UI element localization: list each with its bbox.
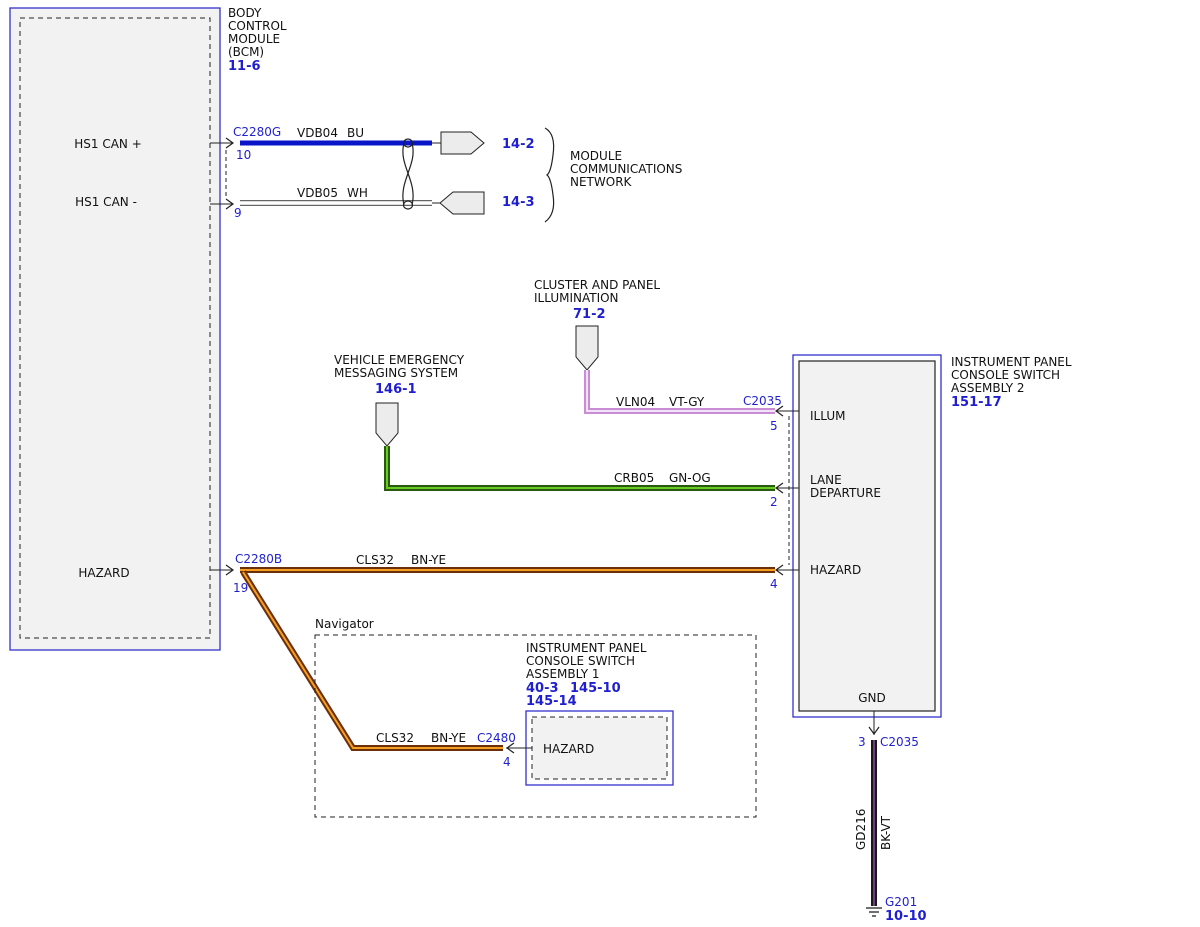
- ground-circuit: 3 C2035 GD216 BK-VT G201 10-10: [854, 711, 927, 924]
- wire-crb05-color: GN-OG: [669, 471, 711, 485]
- offpage-connector-146-1: [375, 402, 399, 447]
- ipcs1-name-line-2: CONSOLE SWITCH: [526, 654, 635, 668]
- navigator-option-group: Navigator INSTRUMENT PANEL CONSOLE SWITC…: [314, 617, 757, 818]
- wire-cls32-color: BN-YE: [411, 553, 446, 567]
- hazard-connector-label: C2280B: [235, 552, 282, 566]
- wire-crb05: [384, 446, 775, 491]
- bcm-name-line-4: (BCM): [228, 45, 264, 59]
- vems-name-line-2: MESSAGING SYSTEM: [334, 366, 458, 380]
- bcm-pin-hazard: HAZARD: [78, 566, 129, 580]
- wire-vdb04-circuit: VDB04: [297, 126, 338, 140]
- cluster-name-line-2: ILLUMINATION: [534, 291, 619, 305]
- ipcs2-name-line-2: CONSOLE SWITCH: [951, 368, 1060, 382]
- ipcs2-pin-5: 5: [770, 419, 778, 433]
- ipcs2-pin-lane-2: DEPARTURE: [810, 486, 881, 500]
- cluster-ref-link[interactable]: 71-2: [573, 307, 606, 322]
- bcm-module: BODY CONTROL MODULE (BCM) 11-6 HS1 CAN +…: [9, 6, 287, 651]
- wire-vdb05-circuit: VDB05: [297, 186, 338, 200]
- ipcs2-pin-4: 4: [770, 577, 778, 591]
- cluster-illumination: CLUSTER AND PANEL ILLUMINATION 71-2 VLN0…: [534, 278, 775, 414]
- hazard-circuit: C2280B 19 CLS32 BN-YE: [210, 552, 775, 751]
- navigator-label: Navigator: [315, 617, 374, 631]
- can-connector-label: C2280G: [233, 125, 281, 139]
- offpage-connector-14-3: [439, 191, 485, 215]
- network-label-line-3: NETWORK: [570, 175, 633, 189]
- wire-vln04-circuit: VLN04: [616, 395, 655, 409]
- navigator-wire-color: BN-YE: [431, 731, 466, 745]
- ground-id: G201: [885, 895, 917, 909]
- ground-pin: 3: [858, 735, 866, 749]
- ipcs1-name-line-3: ASSEMBLY 1: [526, 667, 599, 681]
- network-brace-icon: [544, 127, 555, 223]
- ipcs1-pin-hazard: HAZARD: [543, 742, 594, 756]
- ipcs2-pin-hazard: HAZARD: [810, 563, 861, 577]
- ipcs2-pin-illum: ILLUM: [810, 409, 845, 423]
- ipcs-assembly-2: C2035 5 2 4 ILLUM LANE DEPARTURE HAZARD …: [743, 354, 1072, 718]
- ipcs2-name-line-1: INSTRUMENT PANEL: [951, 355, 1072, 369]
- network-label-line-2: COMMUNICATIONS: [570, 162, 682, 176]
- ipcs1-ref-2[interactable]: 145-10: [570, 681, 621, 696]
- ipcs1-ref-3[interactable]: 145-14: [526, 694, 577, 709]
- ground-symbol-icon: [866, 907, 882, 917]
- ipcs1-connector-label: C2480: [477, 731, 516, 745]
- wire-gd216-color: BK-VT: [879, 815, 893, 850]
- can-pin-plus: 10: [236, 148, 251, 162]
- bcm-name-line-1: BODY: [228, 6, 262, 20]
- can-bus: C2280G 10 9 VDB04 BU VDB05 WH 14-2 14-3 …: [210, 125, 682, 223]
- ipcs2-connector-label: C2035: [743, 394, 782, 408]
- can-ref-14-3[interactable]: 14-3: [502, 195, 535, 210]
- bcm-name-line-2: CONTROL: [228, 19, 287, 33]
- ipcs2-name-line-3: ASSEMBLY 2: [951, 381, 1024, 395]
- navigator-wire-circuit: CLS32: [376, 731, 414, 745]
- ipcs2-pin-gnd: GND: [858, 691, 886, 705]
- ground-connector-label: C2035: [880, 735, 919, 749]
- offpage-connector-14-2: [440, 131, 485, 155]
- can-ref-14-2[interactable]: 14-2: [502, 137, 535, 152]
- wire-gd216-circuit: GD216: [854, 809, 868, 850]
- bcm-ref-link[interactable]: 11-6: [228, 59, 261, 74]
- wire-cls32-branch: [240, 570, 503, 751]
- vems-ref-link[interactable]: 146-1: [375, 382, 417, 397]
- bcm-pin-hs1-can-plus: HS1 CAN +: [74, 137, 142, 151]
- wire-vdb04-color: BU: [347, 126, 364, 140]
- vems-name-line-1: VEHICLE EMERGENCY: [334, 353, 465, 367]
- ipcs1-name-line-1: INSTRUMENT PANEL: [526, 641, 647, 655]
- can-pin-minus: 9: [234, 206, 242, 220]
- wire-vln04-color: VT-GY: [669, 395, 705, 409]
- bcm-name-line-3: MODULE: [228, 32, 280, 46]
- ipcs1-ref-1[interactable]: 40-3: [526, 681, 559, 696]
- vehicle-emergency-messaging: VEHICLE EMERGENCY MESSAGING SYSTEM 146-1…: [334, 353, 775, 491]
- offpage-connector-71-2: [575, 325, 599, 371]
- ipcs2-pin-2: 2: [770, 495, 778, 509]
- ipcs2-pin-lane-1: LANE: [810, 473, 842, 487]
- hazard-pin: 19: [233, 581, 248, 595]
- ipcs2-ref-link[interactable]: 151-17: [951, 395, 1002, 410]
- wire-crb05-circuit: CRB05: [614, 471, 654, 485]
- network-label-line-1: MODULE: [570, 149, 622, 163]
- cluster-name-line-1: CLUSTER AND PANEL: [534, 278, 660, 292]
- wire-cls32-circuit: CLS32: [356, 553, 394, 567]
- bcm-pin-hs1-can-minus: HS1 CAN -: [75, 195, 137, 209]
- ground-ref-link[interactable]: 10-10: [885, 909, 927, 924]
- wire-vdb05-color: WH: [347, 186, 368, 200]
- ipcs1-pin: 4: [503, 755, 511, 769]
